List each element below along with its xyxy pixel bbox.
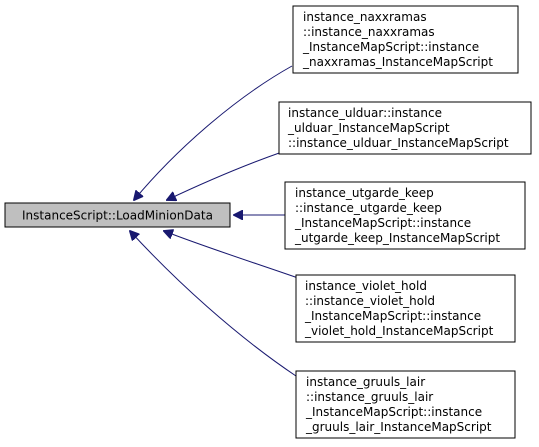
node-ulduar-line-1: instance_ulduar::instance [288,106,442,120]
node-gruuls-lair-line-4: _gruuls_lair_InstanceMapScript [305,420,492,434]
edge-violet-hold [164,231,299,279]
node-gruuls-lair-line-2: ::instance_gruuls_lair [306,390,433,404]
node-naxxramas-line-2: ::instance_naxxramas [303,25,435,39]
node-ulduar[interactable]: instance_ulduar::instance _ulduar_Instan… [278,101,532,155]
node-violet-hold[interactable]: instance_violet_hold ::instance_violet_h… [295,274,516,343]
node-utgarde-keep-line-4: _utgarde_keep_InstanceMapScript [294,231,500,245]
root-node-label: InstanceScript::LoadMinionData [22,209,213,223]
root-node[interactable]: InstanceScript::LoadMinionData [4,202,231,228]
node-naxxramas-line-4: _naxxramas_InstanceMapScript [302,55,493,69]
edge-gruuls-lair [130,231,297,377]
node-utgarde-keep-line-2: ::instance_utgarde_keep [295,201,442,215]
edge-ulduar [167,151,283,200]
node-utgarde-keep[interactable]: instance_utgarde_keep ::instance_utgarde… [284,181,526,250]
node-utgarde-keep-line-1: instance_utgarde_keep [295,186,434,200]
node-naxxramas-line-1: instance_naxxramas [303,10,427,24]
node-utgarde-keep-line-3: _InstanceMapScript::instance [294,216,471,230]
edges [130,65,299,377]
edge-naxxramas [134,65,293,200]
node-violet-hold-line-2: ::instance_violet_hold [305,294,435,308]
node-ulduar-line-3: ::instance_ulduar_InstanceMapScript [288,136,509,150]
node-ulduar-line-2: _ulduar_InstanceMapScript [287,121,450,135]
node-gruuls-lair-line-3: _InstanceMapScript::instance [305,405,482,419]
node-gruuls-lair[interactable]: instance_gruuls_lair ::instance_gruuls_l… [295,370,516,439]
node-violet-hold-line-4: _violet_hold_InstanceMapScript [304,324,494,338]
node-naxxramas[interactable]: instance_naxxramas ::instance_naxxramas … [292,5,519,74]
node-violet-hold-line-3: _InstanceMapScript::instance [304,309,481,323]
node-naxxramas-line-3: _InstanceMapScript::instance [302,40,479,54]
node-violet-hold-line-1: instance_violet_hold [305,279,427,293]
node-gruuls-lair-line-1: instance_gruuls_lair [306,375,425,389]
